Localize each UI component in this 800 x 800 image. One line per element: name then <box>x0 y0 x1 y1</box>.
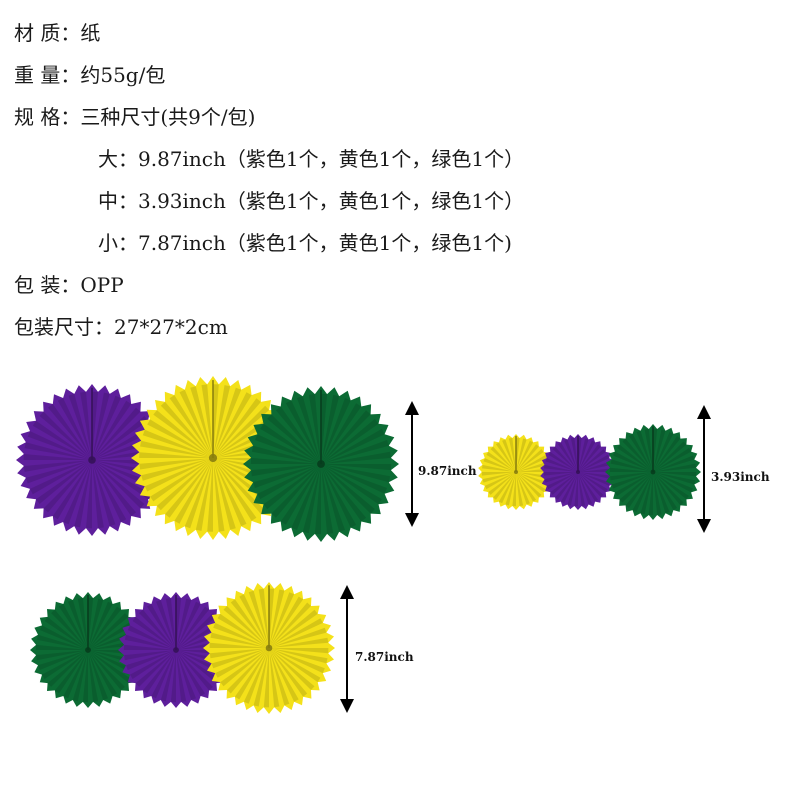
fan-large-green <box>243 386 399 542</box>
product-illustration: 9.87inch 3.93inch 7.87inch <box>0 360 800 800</box>
fan-small-green <box>30 592 146 708</box>
spec-large: 大：9.87inch（紫色1个，黄色1个，绿色1个） <box>98 147 525 171</box>
dimension-label-medium: 3.93inch <box>711 470 770 484</box>
spec-weight: 重 量：约55g/包 <box>14 63 166 87</box>
dimension-label-small: 7.87inch <box>355 650 414 664</box>
spec-medium: 中：3.93inch（紫色1个，黄色1个，绿色1个） <box>98 189 525 213</box>
fan-drawing <box>16 376 711 714</box>
spec-package: 包 装：OPP <box>14 273 124 297</box>
fan-small-yellow <box>203 582 335 714</box>
spec-material: 材 质：纸 <box>14 21 101 45</box>
spec-package-size: 包装尺寸：27*27*2cm <box>14 315 228 339</box>
fan-medium-green <box>605 424 701 520</box>
spec-size: 规 格：三种尺寸(共9个/包) <box>14 105 256 129</box>
spec-small: 小：7.87inch（紫色1个，黄色1个，绿色1个) <box>98 231 512 255</box>
fan-medium-yellow <box>478 434 554 510</box>
fan-medium-purple <box>540 434 616 510</box>
dimension-label-large: 9.87inch <box>418 464 477 478</box>
